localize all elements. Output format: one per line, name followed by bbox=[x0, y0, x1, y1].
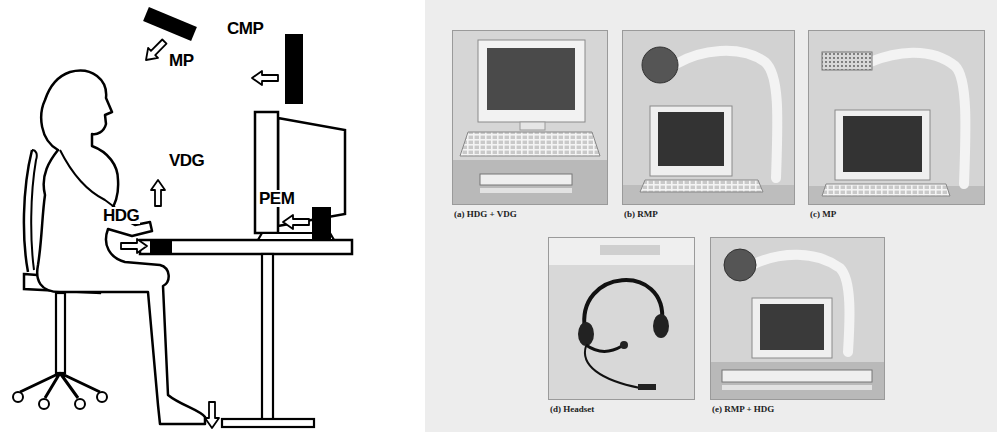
photo-a bbox=[452, 30, 608, 205]
photo-caption: (b) RMP bbox=[624, 209, 658, 219]
photo-panel: (a) HDG + VDG bbox=[452, 30, 608, 205]
photo-panel: (d) Headset bbox=[548, 237, 695, 400]
part-label: VDG bbox=[168, 152, 205, 169]
photo-caption: (e) RMP + HDG bbox=[712, 404, 774, 414]
part-label: PEM bbox=[258, 190, 295, 207]
photo-plate bbox=[425, 0, 997, 432]
photo-caption: (a) HDG + VDG bbox=[454, 209, 517, 219]
photo-panel: (c) MP bbox=[808, 30, 985, 205]
photo-c bbox=[808, 30, 985, 205]
photo-caption: (d) Headset bbox=[550, 404, 594, 414]
photo-d bbox=[548, 237, 695, 400]
part-label: HDG bbox=[102, 207, 140, 224]
photo-panel: (b) RMP bbox=[622, 30, 795, 205]
line-drawing bbox=[13, 14, 352, 428]
photo-e bbox=[710, 237, 885, 400]
photo-panel: (e) RMP + HDG bbox=[710, 237, 885, 400]
part-label: MP bbox=[168, 52, 195, 69]
part-label: CMP bbox=[226, 20, 264, 37]
photo-b bbox=[622, 30, 795, 205]
photo-caption: (c) MP bbox=[810, 209, 836, 219]
